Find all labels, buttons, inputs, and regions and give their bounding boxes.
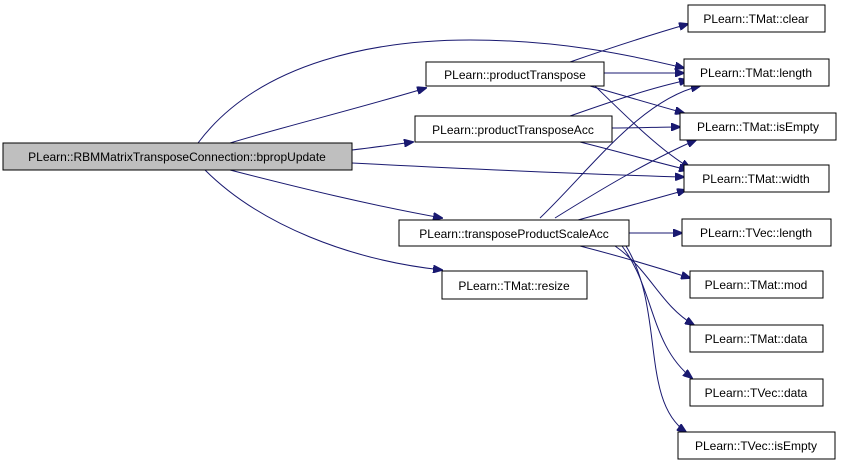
node-tmat-clear-label: PLearn::TMat::clear (703, 12, 808, 26)
node-transpose-product-scale-acc[interactable]: PLearn::transposeProductScaleAcc (398, 219, 630, 247)
edge-tpsa-to-tmat-length (539, 86, 700, 219)
node-transpose-product-scale-acc-label: PLearn::transposeProductScaleAcc (419, 227, 608, 241)
node-tmat-length[interactable]: PLearn::TMat::length (683, 58, 830, 87)
node-tvec-is-empty-label: PLearn::TVec::isEmpty (695, 439, 817, 453)
node-product-transpose-acc-label: PLearn::productTransposeAcc (432, 123, 594, 137)
edge-product-transpose-acc-to-tmat-is-empty (611, 127, 680, 128)
node-tmat-resize[interactable]: PLearn::TMat::resize (441, 270, 588, 300)
edge-root-to-product-transpose-acc (351, 142, 413, 151)
node-tvec-data-label: PLearn::TVec::data (705, 386, 808, 400)
node-product-transpose-label: PLearn::productTranspose (444, 68, 586, 82)
edge-tpsa-to-tmat-is-empty (554, 140, 696, 219)
edge-product-transpose-to-tmat-is-empty (589, 85, 684, 113)
node-tmat-clear[interactable]: PLearn::TMat::clear (687, 4, 826, 33)
edges (197, 24, 700, 432)
edge-product-transpose-to-tmat-width (594, 85, 690, 168)
node-tmat-is-empty-label: PLearn::TMat::isEmpty (697, 120, 819, 134)
edge-tpsa-to-tmat-data (614, 245, 694, 325)
node-tmat-width-label: PLearn::TMat::width (702, 172, 809, 186)
edge-tpsa-to-tmat-mod (579, 245, 690, 278)
node-tmat-length-label: PLearn::TMat::length (700, 66, 812, 80)
node-tvec-length-label: PLearn::TVec::length (700, 226, 812, 240)
node-tmat-resize-label: PLearn::TMat::resize (458, 279, 570, 293)
node-tmat-data-label: PLearn::TMat::data (705, 332, 808, 346)
edge-tpsa-to-tvec-data (621, 245, 692, 378)
node-tvec-length[interactable]: PLearn::TVec::length (681, 218, 832, 247)
edge-root-to-transpose-product-scale-acc (229, 169, 442, 218)
edge-product-transpose-to-tmat-clear (569, 24, 688, 63)
node-root[interactable]: PLearn::RBMMatrixTransposeConnection::bp… (2, 142, 353, 171)
edge-root-to-tmat-width (351, 162, 684, 177)
node-tvec-data[interactable]: PLearn::TVec::data (689, 378, 824, 407)
node-tmat-width[interactable]: PLearn::TMat::width (683, 164, 830, 193)
edge-root-to-product-transpose (229, 88, 426, 144)
node-tvec-is-empty[interactable]: PLearn::TVec::isEmpty (677, 431, 836, 460)
node-product-transpose-acc[interactable]: PLearn::productTransposeAcc (414, 115, 613, 143)
edge-tpsa-to-tvec-is-empty (625, 245, 686, 432)
edge-product-transpose-acc-to-tmat-length (569, 80, 688, 117)
node-tmat-mod[interactable]: PLearn::TMat::mod (689, 270, 824, 299)
node-tmat-is-empty[interactable]: PLearn::TMat::isEmpty (679, 112, 837, 141)
node-tmat-data[interactable]: PLearn::TMat::data (689, 324, 824, 353)
edge-root-to-tmat-length (197, 39, 684, 144)
node-tmat-mod-label: PLearn::TMat::mod (705, 278, 808, 292)
edge-tpsa-to-tmat-width (577, 190, 686, 221)
node-root-label: PLearn::RBMMatrixTransposeConnection::bp… (28, 150, 326, 164)
edge-root-to-tmat-resize (204, 169, 442, 270)
node-product-transpose[interactable]: PLearn::productTranspose (425, 61, 605, 87)
edge-product-transpose-acc-to-tmat-width (579, 141, 688, 170)
